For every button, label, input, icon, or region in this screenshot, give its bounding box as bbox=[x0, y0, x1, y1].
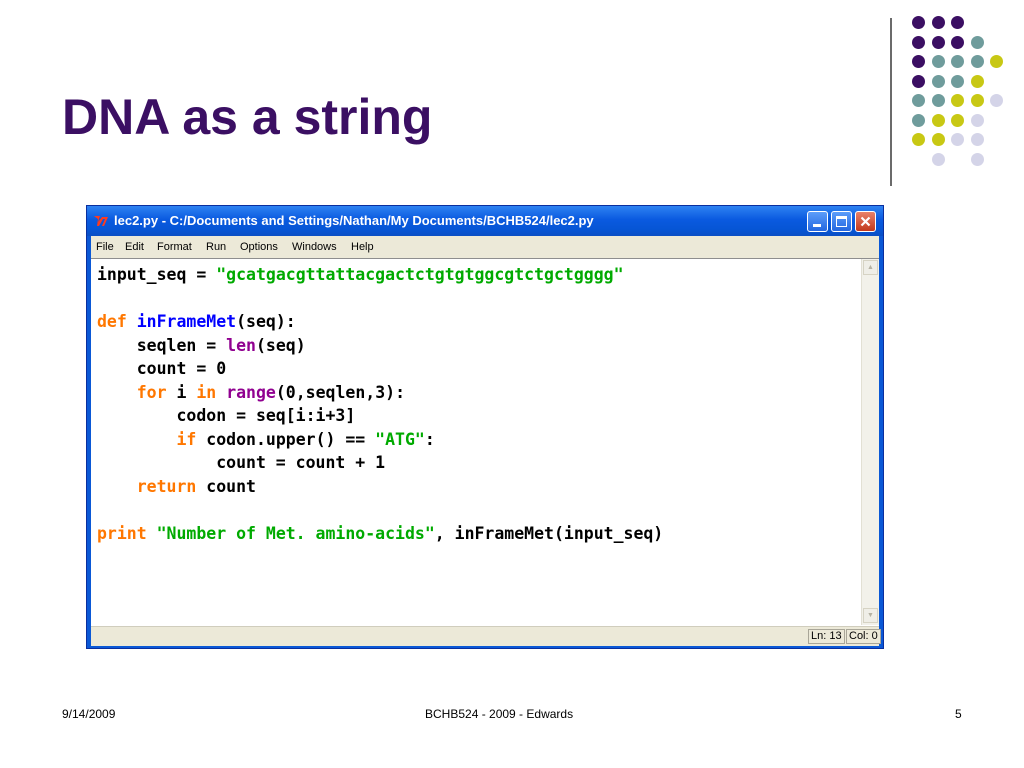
decorative-dot bbox=[931, 16, 945, 29]
python-idle-icon bbox=[94, 216, 108, 226]
decorative-dot bbox=[990, 55, 1003, 68]
decorative-dot bbox=[931, 133, 945, 146]
decorative-dot bbox=[912, 74, 925, 88]
decorative-dot-grid bbox=[0, 0, 1024, 180]
decorative-dot bbox=[931, 152, 945, 166]
maximize-button[interactable] bbox=[831, 211, 852, 232]
decorative-dot bbox=[951, 113, 964, 127]
footer-page-number: 5 bbox=[955, 707, 962, 721]
menu-windows[interactable]: Windows bbox=[292, 241, 337, 253]
decorative-dot bbox=[951, 133, 964, 146]
maximize-icon bbox=[836, 216, 847, 227]
status-bar: Ln: 13 Col: 0 bbox=[91, 626, 881, 646]
decorative-dot bbox=[931, 74, 945, 88]
minimize-icon bbox=[813, 224, 821, 227]
decorative-dot bbox=[970, 113, 984, 127]
decorative-dot bbox=[912, 133, 925, 146]
decorative-dot bbox=[951, 94, 964, 107]
menu-options[interactable]: Options bbox=[240, 241, 278, 253]
scroll-up-button[interactable]: ▲ bbox=[863, 260, 878, 275]
decorative-dot bbox=[951, 74, 964, 88]
menu-format[interactable]: Format bbox=[157, 241, 192, 253]
menu-file[interactable]: File bbox=[96, 241, 114, 253]
footer-date: 9/14/2009 bbox=[62, 707, 116, 721]
menu-run[interactable]: Run bbox=[206, 241, 227, 253]
decorative-dot bbox=[912, 94, 925, 107]
decorative-dot bbox=[931, 94, 945, 107]
status-line: Ln: 13 bbox=[808, 629, 845, 644]
minimize-button[interactable] bbox=[807, 211, 828, 232]
menu-edit[interactable]: Edit bbox=[125, 241, 144, 253]
decorative-dot bbox=[951, 35, 964, 49]
close-icon bbox=[860, 216, 871, 227]
decorative-dot bbox=[970, 94, 984, 107]
status-column: Col: 0 bbox=[846, 629, 881, 644]
decorative-dot bbox=[951, 55, 964, 68]
window-titlebar[interactable]: lec2.py - C:/Documents and Settings/Nath… bbox=[87, 206, 883, 236]
window-title: lec2.py - C:/Documents and Settings/Nath… bbox=[114, 213, 594, 228]
decorative-dot bbox=[990, 94, 1003, 107]
decorative-dot bbox=[912, 35, 925, 49]
idle-editor-window: lec2.py - C:/Documents and Settings/Nath… bbox=[86, 205, 884, 649]
decorative-dot bbox=[970, 152, 984, 166]
decorative-dot bbox=[912, 16, 925, 29]
menu-bar: File Edit Format Run Options Windows Hel… bbox=[91, 236, 879, 258]
vertical-scrollbar[interactable]: ▲ ▼ bbox=[861, 259, 879, 625]
slide-title: DNA as a string bbox=[62, 89, 433, 145]
close-button[interactable] bbox=[855, 211, 876, 232]
code-text[interactable]: input_seq = "gcatgacgttattacgactctgtgtgg… bbox=[97, 265, 664, 543]
decorative-dot bbox=[931, 55, 945, 68]
code-editor[interactable]: input_seq = "gcatgacgttattacgactctgtgtgg… bbox=[91, 258, 879, 626]
decorative-dot bbox=[970, 35, 984, 49]
decorative-dot bbox=[931, 113, 945, 127]
decorative-divider bbox=[890, 18, 892, 186]
decorative-dot bbox=[970, 133, 984, 146]
decorative-dot bbox=[970, 74, 984, 88]
decorative-dot bbox=[912, 113, 925, 127]
decorative-dot bbox=[970, 55, 984, 68]
menu-help[interactable]: Help bbox=[351, 241, 374, 253]
decorative-dot bbox=[931, 35, 945, 49]
scroll-down-button[interactable]: ▼ bbox=[863, 608, 878, 623]
footer-center: BCHB524 - 2009 - Edwards bbox=[425, 707, 574, 721]
decorative-dot bbox=[951, 16, 964, 29]
decorative-dot bbox=[912, 55, 925, 68]
